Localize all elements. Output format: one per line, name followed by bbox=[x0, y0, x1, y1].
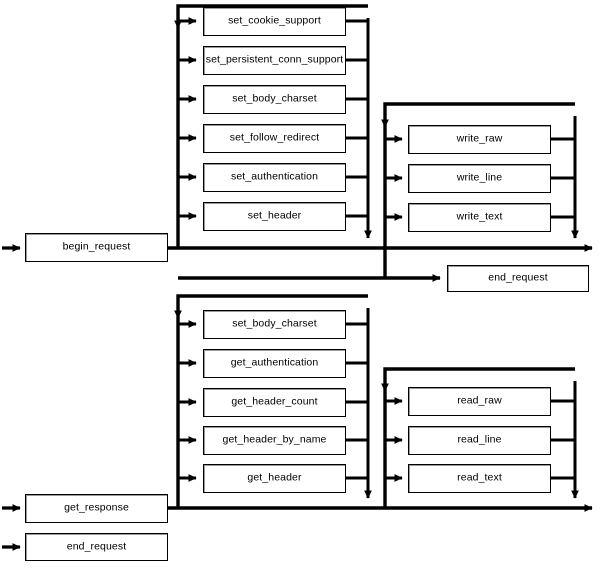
node-label: set_body_charset bbox=[232, 317, 317, 330]
node-set-cookie-support[interactable]: set_cookie_support bbox=[203, 7, 346, 36]
node-label: end_request bbox=[66, 540, 127, 553]
node-read-text[interactable]: read_text bbox=[408, 464, 551, 493]
node-label: get_header bbox=[247, 471, 302, 484]
node-label: read_text bbox=[457, 471, 502, 484]
node-label: end_request bbox=[488, 271, 548, 284]
node-end-request-bottom[interactable]: end_request bbox=[25, 533, 168, 561]
node-label: set_authentication bbox=[230, 170, 319, 183]
node-set-body-charset-2[interactable]: set_body_charset bbox=[203, 310, 346, 339]
node-label: get_response bbox=[64, 501, 129, 514]
node-write-raw[interactable]: write_raw bbox=[408, 125, 551, 154]
node-label: set_header bbox=[247, 209, 302, 222]
node-get-header[interactable]: get_header bbox=[203, 464, 346, 493]
node-label: get_authentication bbox=[230, 356, 319, 369]
node-set-follow-redirect[interactable]: set_follow_redirect bbox=[203, 124, 346, 153]
node-begin-request[interactable]: begin_request bbox=[25, 233, 168, 262]
node-label: set_body_charset bbox=[232, 92, 317, 105]
node-label: write_raw bbox=[456, 132, 503, 145]
node-end-request-top[interactable]: end_request bbox=[447, 265, 589, 292]
node-label: write_line bbox=[456, 171, 503, 184]
node-label: read_line bbox=[457, 433, 502, 446]
node-read-raw[interactable]: read_raw bbox=[408, 387, 551, 416]
node-label: set_cookie_support bbox=[228, 14, 321, 27]
node-get-authentication[interactable]: get_authentication bbox=[203, 349, 346, 378]
node-get-header-count[interactable]: get_header_count bbox=[203, 388, 346, 417]
node-read-line[interactable]: read_line bbox=[408, 426, 551, 455]
node-label: read_raw bbox=[457, 394, 502, 407]
node-label: get_header_count bbox=[231, 395, 318, 408]
node-set-body-charset-1[interactable]: set_body_charset bbox=[203, 85, 346, 114]
node-write-line[interactable]: write_line bbox=[408, 164, 551, 193]
node-label: set_persistent_conn_support bbox=[205, 53, 344, 66]
node-label: write_text bbox=[456, 210, 503, 223]
node-set-authentication[interactable]: set_authentication bbox=[203, 163, 346, 192]
node-label: set_follow_redirect bbox=[229, 131, 320, 144]
node-get-response[interactable]: get_response bbox=[25, 494, 168, 523]
node-set-header[interactable]: set_header bbox=[203, 202, 346, 231]
node-set-persistent-conn-support[interactable]: set_persistent_conn_support bbox=[203, 46, 346, 75]
node-label: get_header_by_name bbox=[222, 433, 327, 446]
node-get-header-by-name[interactable]: get_header_by_name bbox=[203, 426, 346, 455]
node-write-text[interactable]: write_text bbox=[408, 203, 551, 232]
node-label: begin_request bbox=[62, 240, 131, 253]
